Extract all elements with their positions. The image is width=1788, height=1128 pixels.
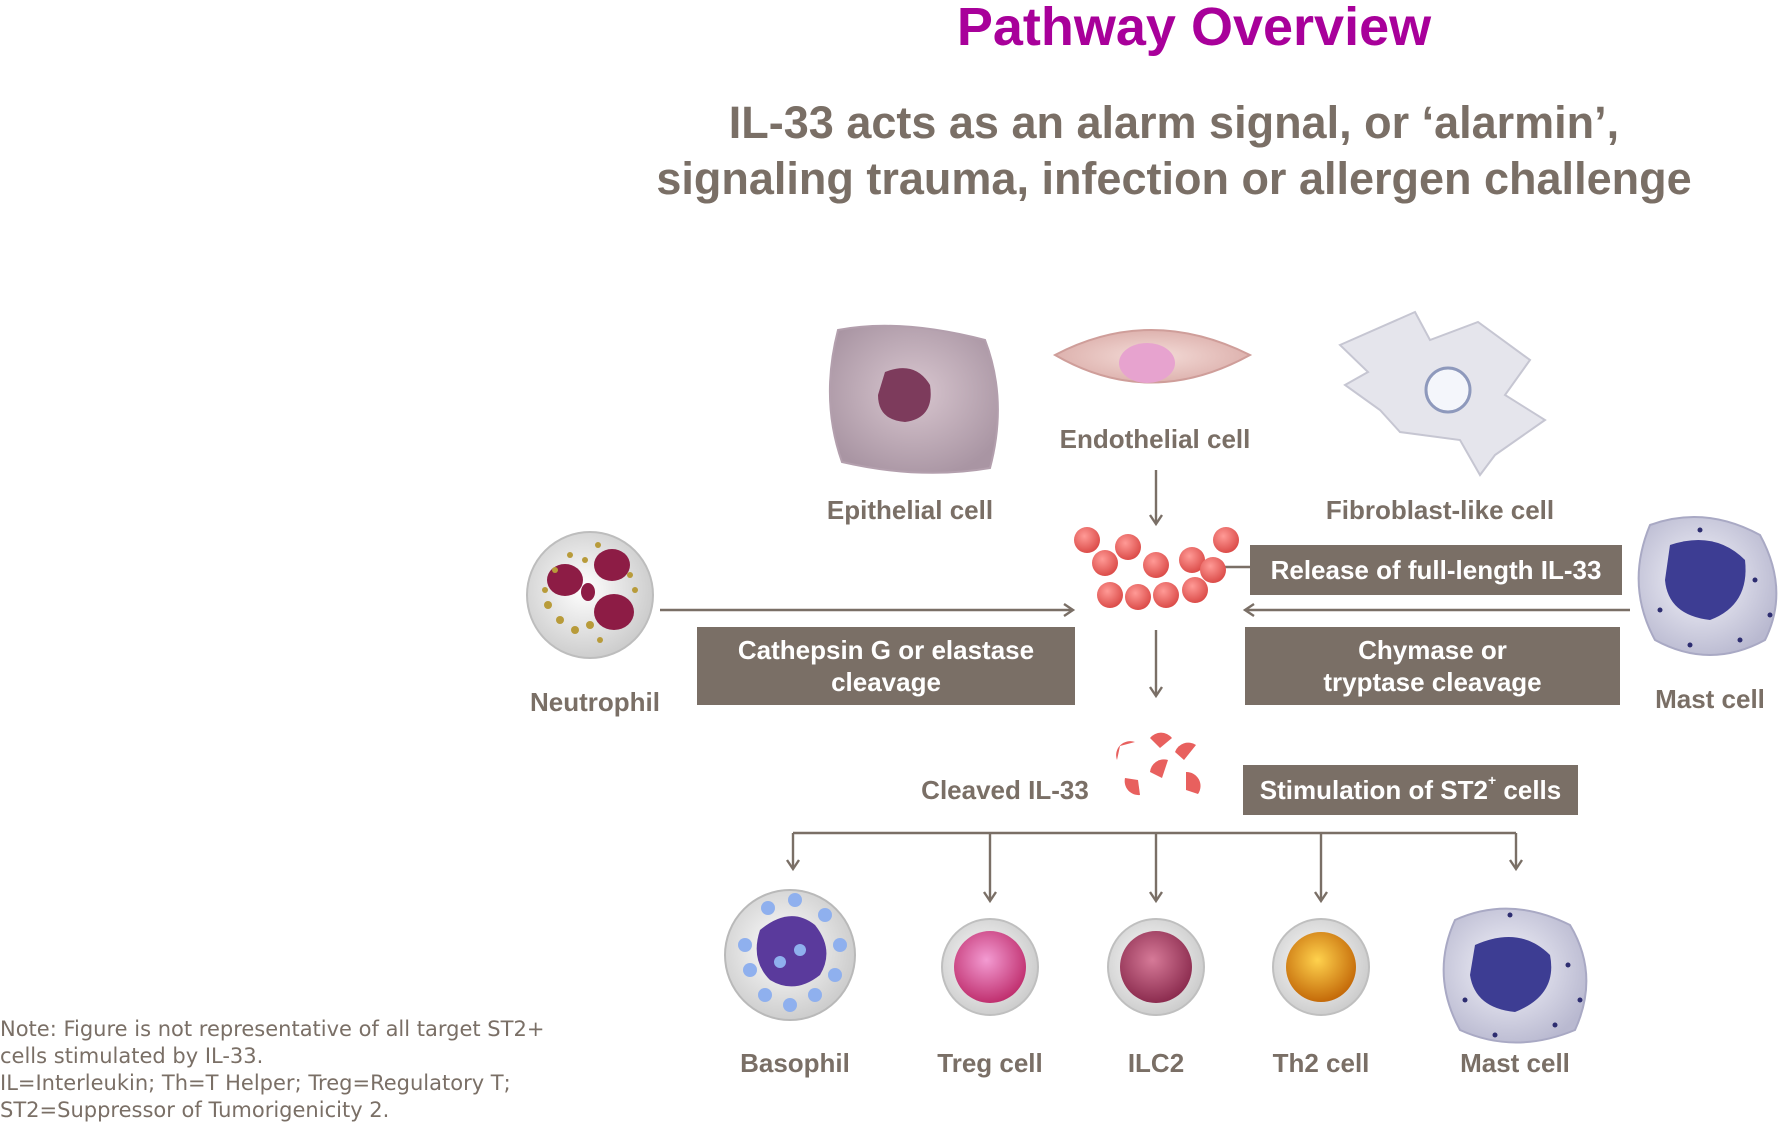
stimulation-st2-box: Stimulation of ST2+ cells bbox=[1243, 765, 1578, 815]
release-full-length-il33-box: Release of full-length IL-33 bbox=[1250, 545, 1622, 595]
cathepsin-cleavage-box: Cathepsin G or elastase cleavage bbox=[697, 627, 1075, 705]
footnote-line: cells stimulated by IL-33. bbox=[0, 1044, 264, 1068]
basophil-illustration bbox=[724, 889, 856, 1021]
subtitle-line-1: IL-33 acts as an alarm signal, or ‘alarm… bbox=[728, 97, 1620, 148]
footnote: Note: Figure is not representative of al… bbox=[0, 1016, 580, 1124]
cleaved-il33-fragments bbox=[1116, 732, 1201, 796]
epithelial-cell-label: Epithelial cell bbox=[826, 495, 994, 525]
target-cell-label: ILC2 bbox=[1127, 1048, 1185, 1078]
arrows bbox=[660, 470, 1630, 904]
endothelial-cell-label: Endothelial cell bbox=[1059, 424, 1251, 454]
endothelial-cell-illustration bbox=[1052, 329, 1253, 384]
mast-cell-source-illustration bbox=[1637, 516, 1778, 656]
subtitle-line-2: signaling trauma, infection or allergen … bbox=[656, 153, 1692, 204]
fibroblast-like-cell-label: Fibroblast-like cell bbox=[1325, 495, 1555, 525]
neutrophil-label: Neutrophil bbox=[530, 687, 660, 717]
cathepsin-label-line2: cleavage bbox=[831, 667, 941, 697]
cathepsin-label-line1: Cathepsin G or elastase bbox=[737, 635, 1035, 665]
page-title: Pathway Overview bbox=[956, 0, 1432, 57]
target-cell-label: Basophil bbox=[740, 1048, 850, 1078]
stimulation-label: Stimulation of ST2 bbox=[1259, 775, 1488, 805]
release-label: Release of full-length IL-33 bbox=[1270, 555, 1602, 585]
target-cell-label: Treg cell bbox=[937, 1048, 1043, 1078]
mast-cell-source-label: Mast cell bbox=[1655, 684, 1765, 714]
footnote-line: IL=Interleukin; Th=T Helper; Treg=Regula… bbox=[0, 1071, 511, 1095]
footnote-line: Note: Figure is not representative of al… bbox=[0, 1017, 545, 1041]
footnote-line: ST2=Suppressor of Tumorigenicity 2. bbox=[0, 1098, 390, 1122]
ilc2-illustration bbox=[1107, 918, 1205, 1016]
chymase-label-line1: Chymase or bbox=[1358, 635, 1507, 665]
target-cell-label: Mast cell bbox=[1460, 1048, 1570, 1078]
stimulation-suffix: cells bbox=[1496, 775, 1562, 805]
stimulation-sup: + bbox=[1487, 772, 1497, 788]
treg-cell-illustration bbox=[941, 918, 1039, 1016]
th2-cell-illustration bbox=[1272, 918, 1370, 1016]
epithelial-cell-illustration bbox=[828, 324, 999, 474]
neutrophil-illustration bbox=[526, 531, 654, 659]
fibroblast-like-cell-illustration bbox=[1338, 310, 1547, 477]
chymase-label-line2: tryptase cleavage bbox=[1323, 667, 1542, 697]
chymase-cleavage-box: Chymase or tryptase cleavage bbox=[1245, 627, 1620, 705]
cleaved-il33-label: Cleaved IL-33 bbox=[921, 775, 1089, 805]
full-length-il33-particles bbox=[1074, 527, 1239, 610]
target-cell-label: Th2 cell bbox=[1272, 1048, 1370, 1078]
mast-cell-target-illustration bbox=[1442, 907, 1588, 1044]
